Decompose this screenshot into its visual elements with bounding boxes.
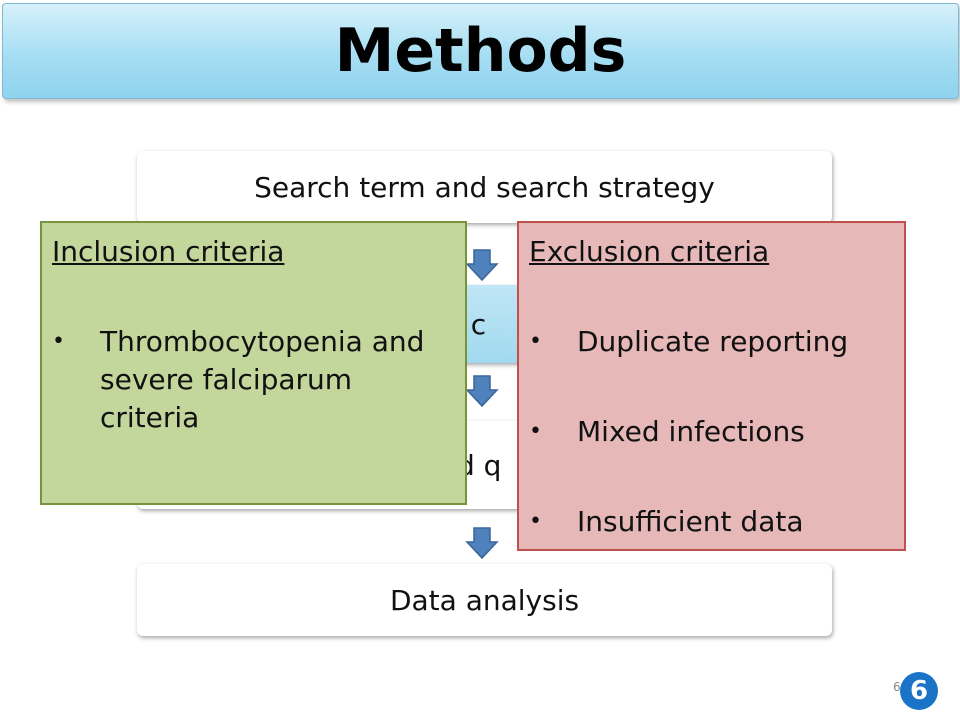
bullet-icon: •: [529, 329, 542, 354]
down-arrow-icon: [465, 527, 499, 560]
list-item-text: Duplicate reporting: [577, 325, 849, 358]
exclusion-criteria-box: Exclusion criteria • Duplicate reporting…: [517, 221, 906, 551]
title-banner: Methods: [2, 3, 959, 99]
list-item-text: Thrombocytopenia and severe falciparum c…: [100, 325, 425, 434]
slide-number-small: 6: [893, 680, 901, 694]
step-data-analysis: Data analysis: [137, 564, 832, 636]
slide-number: 6: [909, 676, 929, 706]
step-label: Data analysis: [389, 583, 580, 617]
bullet-icon: •: [52, 329, 65, 354]
slide-title: Methods: [334, 16, 627, 86]
step-search-strategy: Search term and search strategy: [137, 151, 832, 223]
inclusion-heading: Inclusion criteria: [52, 235, 285, 268]
step-label: Search term and search strategy: [254, 170, 715, 204]
down-arrow-icon: [465, 375, 499, 408]
exclusion-heading: Exclusion criteria: [529, 235, 770, 268]
bullet-icon: •: [529, 419, 542, 444]
inclusion-criteria-box: Inclusion criteria • Thrombocytopenia an…: [40, 221, 467, 505]
slide-number-badge: 6: [900, 672, 938, 710]
down-arrow-icon: [465, 249, 499, 282]
list-item-text: Mixed infections: [577, 415, 805, 448]
list-item-text: Insufficient data: [577, 505, 804, 538]
bullet-icon: •: [529, 509, 542, 534]
